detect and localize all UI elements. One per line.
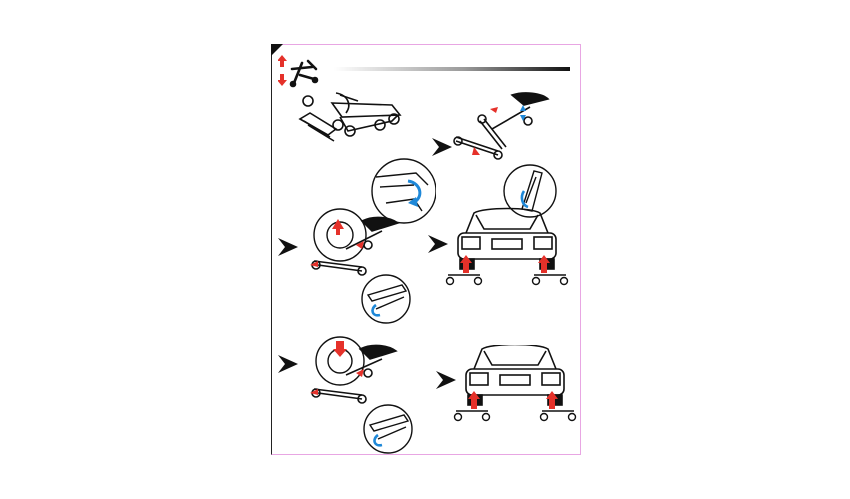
step-arrow-icon xyxy=(278,238,298,256)
detail-circle-pedal-release xyxy=(363,404,413,454)
step-arrow-icon xyxy=(432,138,452,156)
step-arrow-icon xyxy=(428,235,448,253)
header-icon-group xyxy=(278,55,328,89)
detail-circle-pedal-lock xyxy=(361,274,411,324)
detail-circle-pedal xyxy=(503,164,557,218)
step-adjust-pedal xyxy=(452,91,572,231)
corner-mark xyxy=(271,44,283,56)
instruction-sheet xyxy=(271,44,581,455)
header-gradient-bar xyxy=(334,65,570,72)
step-fold-dolly xyxy=(296,91,436,231)
step-place-under-car xyxy=(444,205,570,293)
step-pump-pedal-lift xyxy=(306,335,426,455)
step-arrow-icon xyxy=(278,355,298,373)
detail-circle-hook xyxy=(371,158,436,224)
step-arrow-icon xyxy=(436,371,456,389)
step-position-under-tire xyxy=(306,205,426,325)
step-car-lifted-on-dollies xyxy=(452,345,578,433)
wheel-dolly-icon xyxy=(289,59,319,88)
red-up-down-arrows-icon xyxy=(278,55,287,86)
